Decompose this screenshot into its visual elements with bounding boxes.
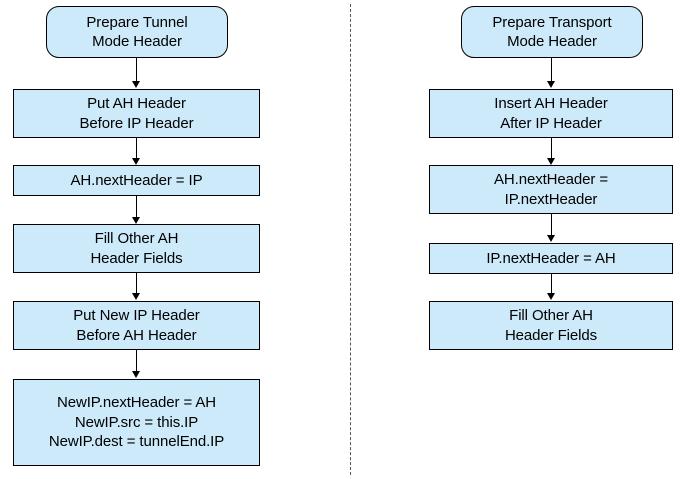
connector-transport-2: [551, 138, 552, 159]
arrowhead-transport-4: [547, 293, 555, 300]
connector-transport-3: [551, 214, 552, 236]
node-text-line: Put AH Header: [87, 95, 186, 112]
node-transport-ip-nextheader[interactable]: IP.nextHeader = AH: [429, 243, 673, 274]
node-text-line: NewIP.src = this.IP: [74, 413, 199, 431]
arrowhead-tunnel-1: [132, 81, 140, 88]
node-text-line: After IP Header: [500, 114, 602, 132]
node-text-line: Mode Header: [507, 33, 597, 50]
arrowhead-tunnel-3: [132, 217, 140, 224]
arrowhead-transport-2: [547, 158, 555, 165]
node-text-line: Put New IP Header: [73, 307, 200, 324]
connector-transport-1: [551, 58, 552, 82]
node-text-line: Fill Other AH: [94, 230, 179, 247]
connector-tunnel-1: [136, 58, 137, 82]
node-transport-fill-other[interactable]: Fill Other AH Header Fields: [429, 301, 673, 350]
node-transport-ah-nextheader[interactable]: AH.nextHeader = IP.nextHeader: [429, 165, 673, 214]
node-text-line: Mode Header: [92, 33, 182, 50]
node-transport-insert-ah[interactable]: Insert AH Header After IP Header: [429, 89, 673, 138]
connector-tunnel-2: [136, 138, 137, 159]
connector-transport-4: [551, 274, 552, 294]
connector-tunnel-4: [136, 273, 137, 294]
node-tunnel-fill-other[interactable]: Fill Other AH Header Fields: [13, 224, 260, 273]
connector-tunnel-5: [136, 350, 137, 372]
arrowhead-tunnel-2: [132, 158, 140, 165]
node-tunnel-newip-fields[interactable]: NewIP.nextHeader = AH NewIP.src = this.I…: [13, 379, 260, 466]
node-text-line: Fill Other AH: [509, 307, 593, 324]
node-tunnel-start[interactable]: Prepare Tunnel Mode Header: [46, 6, 228, 58]
node-text-line: AH.nextHeader = IP: [70, 171, 203, 189]
node-tunnel-put-ah[interactable]: Put AH Header Before IP Header: [13, 89, 260, 138]
node-tunnel-ah-nextheader[interactable]: AH.nextHeader = IP: [13, 165, 260, 196]
node-text-line: Before IP Header: [79, 114, 194, 132]
arrowhead-transport-1: [547, 81, 555, 88]
node-text-line: IP.nextHeader: [504, 190, 598, 208]
node-text-line: AH.nextHeader =: [494, 171, 608, 188]
node-text-line: Insert AH Header: [494, 95, 608, 112]
connector-tunnel-3: [136, 196, 137, 217]
arrowhead-transport-3: [547, 235, 555, 242]
node-transport-start[interactable]: Prepare Transport Mode Header: [461, 6, 643, 58]
node-text-line: Header Fields: [504, 326, 598, 344]
node-text-line: Prepare Transport: [492, 13, 612, 31]
node-text-line: NewIP.nextHeader = AH: [57, 394, 216, 412]
node-text-line: Prepare Tunnel: [86, 13, 188, 31]
node-text-line: Header Fields: [90, 249, 183, 267]
node-tunnel-put-new-ip[interactable]: Put New IP Header Before AH Header: [13, 301, 260, 350]
arrowhead-tunnel-4: [132, 293, 140, 300]
vertical-dashed-divider: [350, 4, 351, 475]
arrowhead-tunnel-5: [132, 371, 140, 378]
node-text-line: IP.nextHeader = AH: [486, 249, 616, 267]
node-text-line: Before AH Header: [76, 326, 197, 344]
node-text-line: NewIP.dest = tunnelEnd.IP: [48, 433, 225, 451]
